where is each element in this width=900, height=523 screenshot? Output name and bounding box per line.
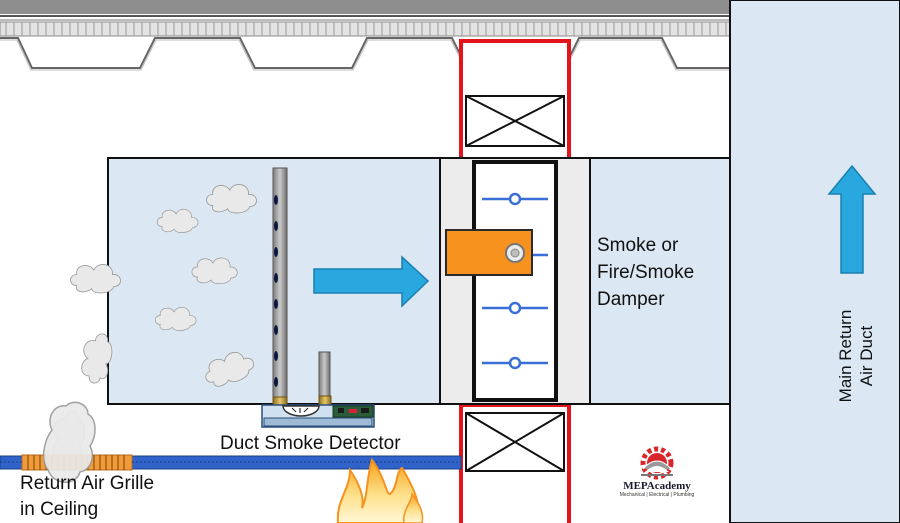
main-return-air-duct — [729, 0, 900, 523]
cloud-icon — [205, 352, 255, 387]
cloud-icon — [206, 184, 257, 214]
mep-academy-logo: MEPAcademy Mechanical | Electrical | Plu… — [612, 445, 702, 498]
damper-actuator — [445, 229, 533, 276]
firestop-insulation-lower — [465, 412, 565, 472]
cloud-icon — [81, 333, 113, 384]
cloud-icon — [156, 208, 199, 233]
arrow-up-icon — [827, 164, 877, 274]
cloud-icon — [42, 401, 96, 483]
grille-label: Return Air Grille in Ceiling — [20, 471, 210, 523]
roof-deck-rivets — [5, 22, 727, 36]
gear-icon — [640, 446, 674, 480]
arrow-right-icon — [313, 255, 430, 308]
damper-label-line1: Smoke or — [597, 235, 679, 256]
main-duct-label-line2: Air Duct — [857, 325, 876, 387]
main-duct-label-line1: Main Return — [836, 309, 855, 403]
duct-smoke-detector — [261, 395, 375, 428]
cloud-icon — [70, 264, 121, 294]
detector-label: Duct Smoke Detector — [220, 433, 401, 454]
fire-rated-wall — [459, 39, 571, 523]
smoke-clouds — [154, 184, 257, 387]
damper-label: Smoke or Fire/Smoke Damper — [597, 232, 727, 313]
sampling-tube — [272, 167, 288, 407]
logo-tagline: Mechanical | Electrical | Plumbing — [619, 492, 695, 498]
damper-label-line3: Damper — [597, 289, 665, 310]
firestop-insulation-upper — [465, 95, 565, 147]
logo-name: MEPAcademy — [623, 480, 691, 492]
cloud-icon — [191, 257, 238, 285]
corrugated-deck — [0, 37, 730, 69]
damper-label-line2: Fire/Smoke — [597, 262, 695, 283]
main-duct-label: Main Return Air Duct — [835, 286, 877, 426]
grille-label-line2: in Ceiling — [20, 499, 99, 520]
flame-icon — [336, 457, 424, 523]
grille-label-line1: Return Air Grille — [20, 473, 155, 494]
cloud-icon — [154, 306, 197, 331]
roof-deck — [0, 0, 731, 71]
smoke-fire-damper — [439, 157, 591, 405]
